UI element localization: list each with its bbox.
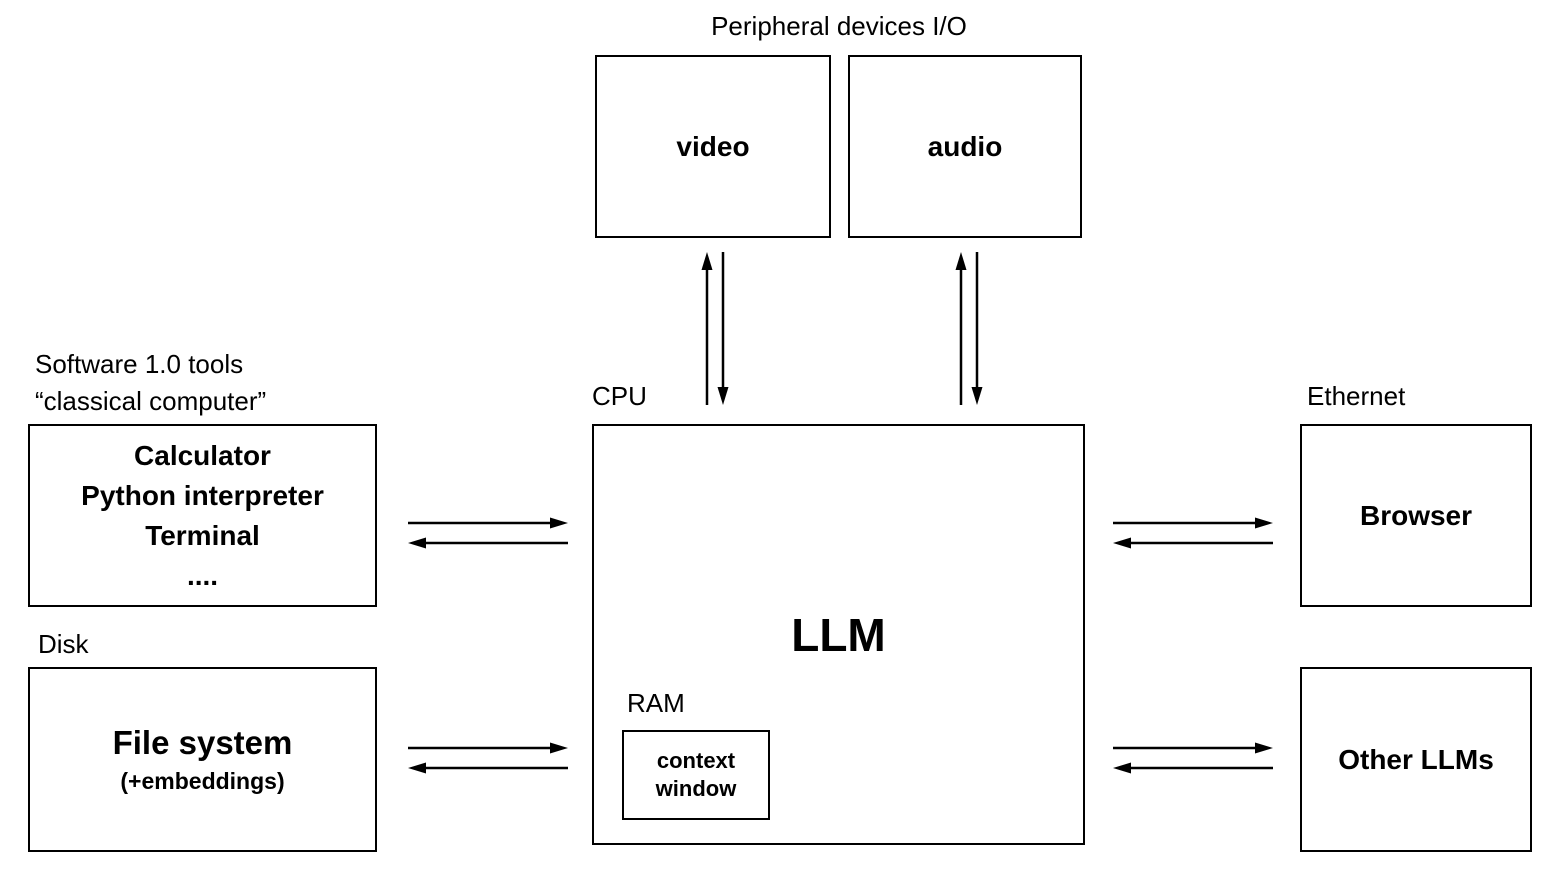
file-system-embeddings-label: (+embeddings) <box>120 768 285 794</box>
context-window-label-line2: window <box>655 776 737 801</box>
software-tools-box: Calculator Python interpreter Terminal .… <box>28 424 377 607</box>
context-window-box: context window <box>622 730 770 820</box>
file-system-label: File system <box>112 724 293 761</box>
browser-box: Browser <box>1300 424 1532 607</box>
context-window-label-line1: context <box>656 748 736 773</box>
arrow-llm-audio <box>955 252 983 405</box>
browser-label: Browser <box>1359 499 1473 531</box>
peripheral-devices-label: Peripheral devices I/O <box>711 11 967 41</box>
video-label: video <box>676 130 750 162</box>
arrow-llm-video <box>701 252 729 405</box>
arrow-llm-browser <box>1113 517 1273 549</box>
audio-label: audio <box>927 130 1003 162</box>
other-llms-box: Other LLMs <box>1300 667 1532 852</box>
arrow-tools-llm <box>408 517 568 549</box>
software-tools-label-line2: “classical computer” <box>35 386 267 416</box>
tool-item-terminal: Terminal <box>145 519 260 551</box>
other-llms-label: Other LLMs <box>1338 743 1494 775</box>
ethernet-label: Ethernet <box>1307 381 1406 411</box>
disk-label: Disk <box>38 629 89 659</box>
file-system-box: File system (+embeddings) <box>28 667 377 852</box>
cpu-label: CPU <box>592 381 647 411</box>
tool-item-ellipsis: .... <box>186 559 219 591</box>
ram-label: RAM <box>627 688 685 718</box>
arrow-disk-llm <box>408 742 568 774</box>
audio-box: audio <box>848 55 1082 238</box>
video-box: video <box>595 55 831 238</box>
llm-label: LLM <box>791 609 886 661</box>
tool-item-python-interpreter: Python interpreter <box>81 479 324 511</box>
arrow-llm-other-llms <box>1113 742 1273 774</box>
software-tools-label: Software 1.0 tools “classical computer” <box>35 346 266 420</box>
llm-box: LLM RAM context window <box>592 424 1085 845</box>
tool-item-calculator: Calculator <box>134 439 271 471</box>
software-tools-label-line1: Software 1.0 tools <box>35 349 244 379</box>
